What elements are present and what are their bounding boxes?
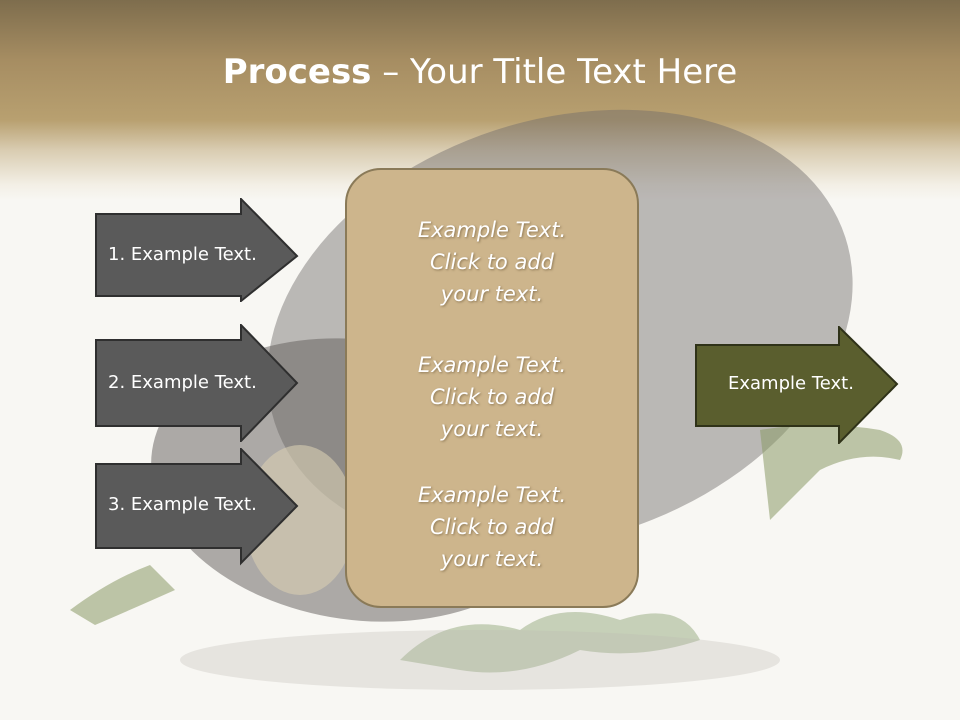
right-arrow-shape: [95, 198, 299, 302]
process-step-label: 1. Example Text.: [108, 244, 257, 265]
process-step-arrow-2[interactable]: 2. Example Text.: [95, 324, 300, 442]
center-text-line: Example Text.: [417, 483, 567, 507]
right-arrow-shape: [95, 448, 299, 566]
center-text-line: Click to add: [429, 385, 554, 409]
center-text-line: Example Text.: [417, 353, 567, 377]
center-text-block-2: Example Text. Click to add your text.: [347, 349, 637, 445]
process-step-arrow-3[interactable]: 3. Example Text.: [95, 448, 300, 566]
center-text-line: your text.: [440, 417, 544, 441]
process-step-arrow-1[interactable]: 1. Example Text.: [95, 198, 300, 302]
process-step-label: 3. Example Text.: [108, 494, 257, 515]
center-text-line: Example Text.: [417, 218, 567, 242]
header-band: [0, 0, 960, 200]
center-text-line: your text.: [440, 282, 544, 306]
right-arrow-shape: [695, 326, 899, 444]
slide-title: Process – Your Title Text Here: [0, 52, 960, 92]
center-text-box[interactable]: Example Text. Click to add your text. Ex…: [345, 168, 639, 608]
right-arrow-shape: [95, 324, 299, 442]
result-label: Example Text.: [728, 373, 854, 394]
center-text-block-1: Example Text. Click to add your text.: [347, 214, 637, 310]
result-arrow[interactable]: Example Text.: [695, 326, 900, 444]
title-bold: Process: [222, 52, 372, 92]
center-text-line: Click to add: [429, 250, 554, 274]
center-text-line: Click to add: [429, 515, 554, 539]
center-text-line: your text.: [440, 547, 544, 571]
process-step-label: 2. Example Text.: [108, 372, 257, 393]
center-text-block-3: Example Text. Click to add your text.: [347, 479, 637, 575]
title-rest: – Your Title Text Here: [371, 52, 738, 92]
